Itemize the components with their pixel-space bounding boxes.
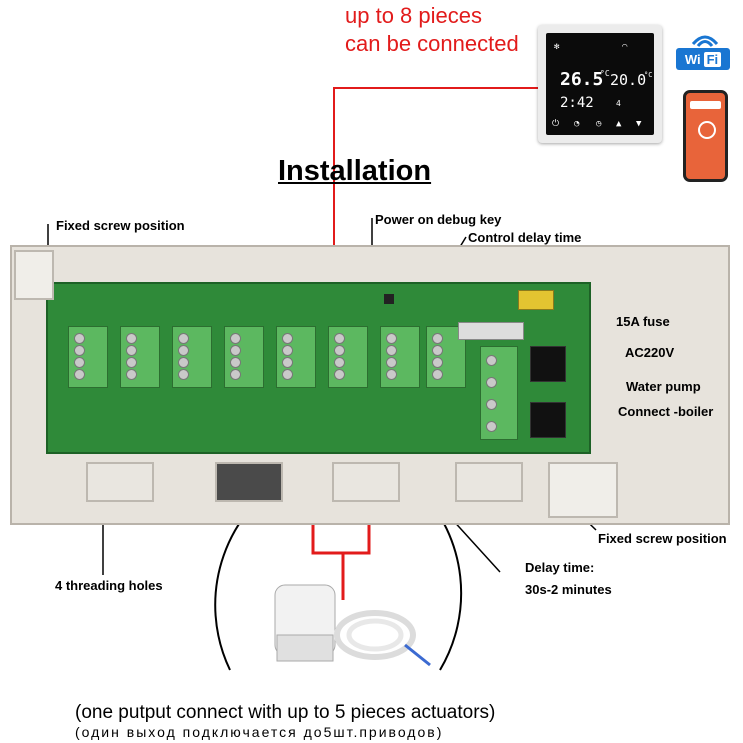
- terminal-block: [68, 326, 108, 388]
- terminal-block: [380, 326, 420, 388]
- app-logo-icon: [698, 121, 716, 139]
- set-temperature: 20.0: [610, 71, 647, 89]
- threading-hole: [332, 462, 400, 502]
- thermostat: ✻ ◠ 26.5 °C 20.0 °C 2:42 4 ⏻ ◔ ◷ ▲ ▼: [538, 25, 662, 143]
- headline-line-2: can be connected: [345, 31, 519, 56]
- page-title: Installation: [278, 155, 432, 187]
- clock-icon[interactable]: ◷: [596, 119, 602, 129]
- actuator-image: [274, 584, 431, 667]
- app-header: [690, 101, 721, 109]
- threading-hole: [86, 462, 154, 502]
- label-delay-time: Delay time:: [525, 560, 595, 575]
- relay: [530, 346, 566, 382]
- actuator-cable: [334, 610, 416, 660]
- fuse-holder: [458, 322, 524, 340]
- debug-key[interactable]: [384, 294, 394, 304]
- mode-icon[interactable]: ◔: [574, 119, 580, 129]
- weekday: 4: [616, 99, 621, 108]
- label-fixed-screw-bottom: Fixed screw position: [598, 531, 727, 546]
- transformer: [518, 290, 554, 310]
- headline: up to 8 pieces can be connected: [345, 2, 519, 58]
- label-power-debug-key: Power on debug key: [375, 212, 502, 227]
- set-temperature-unit: °C: [644, 71, 653, 79]
- down-icon[interactable]: ▼: [636, 119, 642, 129]
- screw-mount-bottom: [548, 462, 618, 518]
- threading-hole: [215, 462, 283, 502]
- room-temperature: 26.5: [560, 69, 604, 90]
- up-icon[interactable]: ▲: [616, 119, 622, 129]
- power-icon[interactable]: ⏻: [552, 119, 560, 129]
- red-connection-line: [333, 87, 540, 300]
- label-fixed-screw-top: Fixed screw position: [56, 218, 185, 233]
- terminal-block: [120, 326, 160, 388]
- terminal-block: [426, 326, 466, 388]
- label-water-pump: Water pump: [626, 379, 701, 394]
- label-delay-range: 30s-2 minutes: [525, 582, 612, 597]
- thermostat-screen: ✻ ◠ 26.5 °C 20.0 °C 2:42 4 ⏻ ◔ ◷ ▲ ▼: [546, 33, 654, 135]
- threading-hole: [455, 462, 523, 502]
- smartphone: [683, 90, 728, 182]
- wifi-badge: Wi Fi: [676, 48, 730, 70]
- room-temperature-unit: °C: [600, 69, 610, 78]
- label-connect-boiler: Connect -boiler: [618, 404, 714, 419]
- headline-line-1: up to 8 pieces: [345, 3, 482, 28]
- terminal-block: [224, 326, 264, 388]
- screw-mount-top: [14, 250, 54, 300]
- circuit-board: [46, 282, 591, 454]
- footer-english: (one putput connect with up to 5 pieces …: [75, 702, 496, 723]
- fan-icon: ✻: [554, 42, 560, 52]
- wifi-signal-icon: [691, 35, 719, 47]
- wifi-badge-right: Fi: [703, 51, 722, 67]
- actuator-base: [276, 634, 334, 662]
- wifi-icon: ◠: [622, 42, 628, 52]
- footer-russian: (один выход подключается до5шт.приводов): [75, 724, 444, 740]
- relay: [530, 402, 566, 438]
- terminal-block: [276, 326, 316, 388]
- wifi-badge-left: Wi: [684, 51, 701, 67]
- clock: 2:42: [560, 95, 594, 111]
- label-threading-holes: 4 threading holes: [55, 578, 163, 593]
- power-terminal-block: [480, 346, 518, 440]
- label-fuse: 15A fuse: [616, 314, 670, 329]
- label-ac220v: AC220V: [625, 345, 675, 360]
- label-control-delay: Control delay time: [468, 230, 582, 245]
- terminal-block: [172, 326, 212, 388]
- terminal-block: [328, 326, 368, 388]
